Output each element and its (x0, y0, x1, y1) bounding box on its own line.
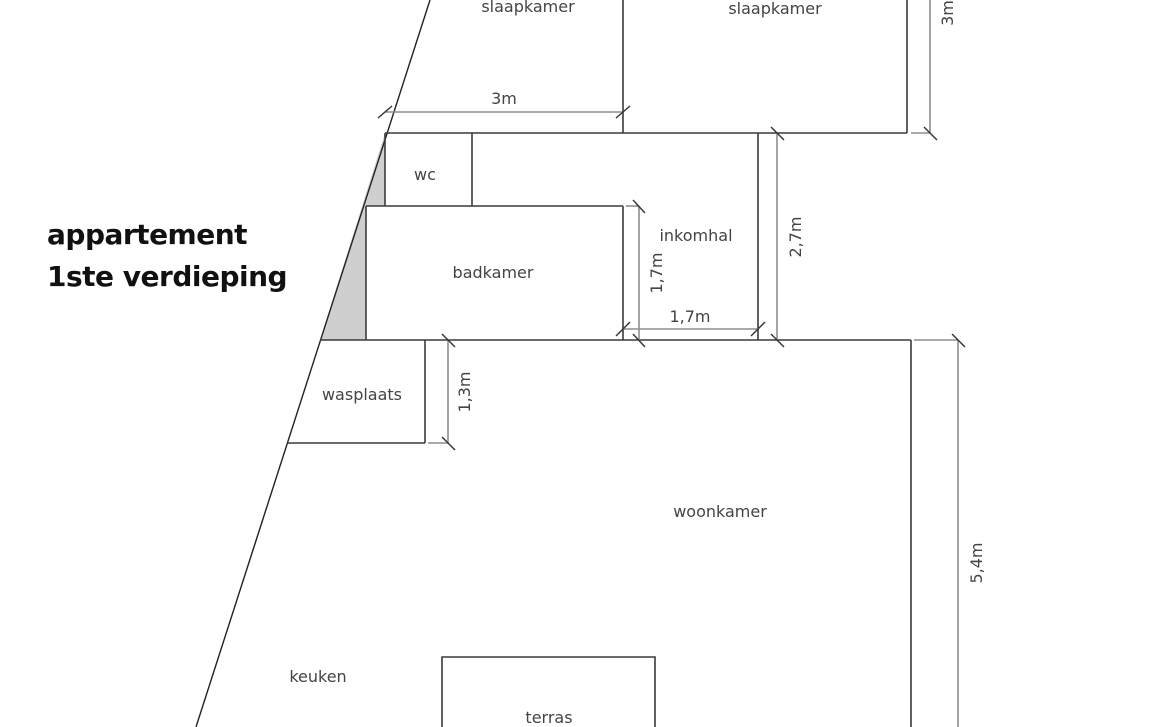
dim-label-3m-vertical: 3m (938, 0, 957, 26)
dim-label-1-7m-vertical: 1,7m (647, 252, 666, 293)
dim-tick (441, 436, 456, 451)
label-keuken: keuken (289, 667, 346, 686)
floor-title: appartement 1ste verdieping (47, 214, 288, 298)
dim-tick (770, 126, 785, 141)
label-inkomhal: inkomhal (659, 226, 732, 245)
title-line-1: appartement (47, 218, 248, 251)
shaft-area (320, 133, 385, 340)
dim-label-3m-horizontal: 3m (491, 89, 517, 108)
dim-label-1-3m: 1,3m (455, 371, 474, 412)
dim-tick (377, 105, 393, 119)
label-slaapkamer-left: slaapkamer (481, 0, 575, 16)
dim-tick (615, 321, 631, 337)
dim-tick (632, 333, 646, 348)
dim-tick (632, 199, 646, 214)
dim-tick (750, 321, 766, 337)
label-slaapkamer-right: slaapkamer (728, 0, 822, 18)
dim-label-2-7m: 2,7m (786, 216, 805, 257)
dim-tick (951, 333, 966, 348)
dim-label-1-7m-horizontal: 1,7m (669, 307, 710, 326)
dim-tick (615, 105, 631, 119)
label-terras: terras (525, 708, 572, 727)
title-line-2: 1ste verdieping (47, 260, 288, 293)
label-badkamer: badkamer (453, 263, 534, 282)
diagonal-wall (195, 0, 431, 727)
dim-tick (923, 126, 938, 141)
dim-label-5-4m: 5,4m (967, 542, 986, 583)
dim-tick (770, 333, 785, 348)
label-woonkamer: woonkamer (673, 502, 767, 521)
label-wc: wc (414, 165, 436, 184)
label-wasplaats: wasplaats (322, 385, 402, 404)
dim-tick (441, 333, 456, 348)
terras-outline (441, 656, 656, 727)
